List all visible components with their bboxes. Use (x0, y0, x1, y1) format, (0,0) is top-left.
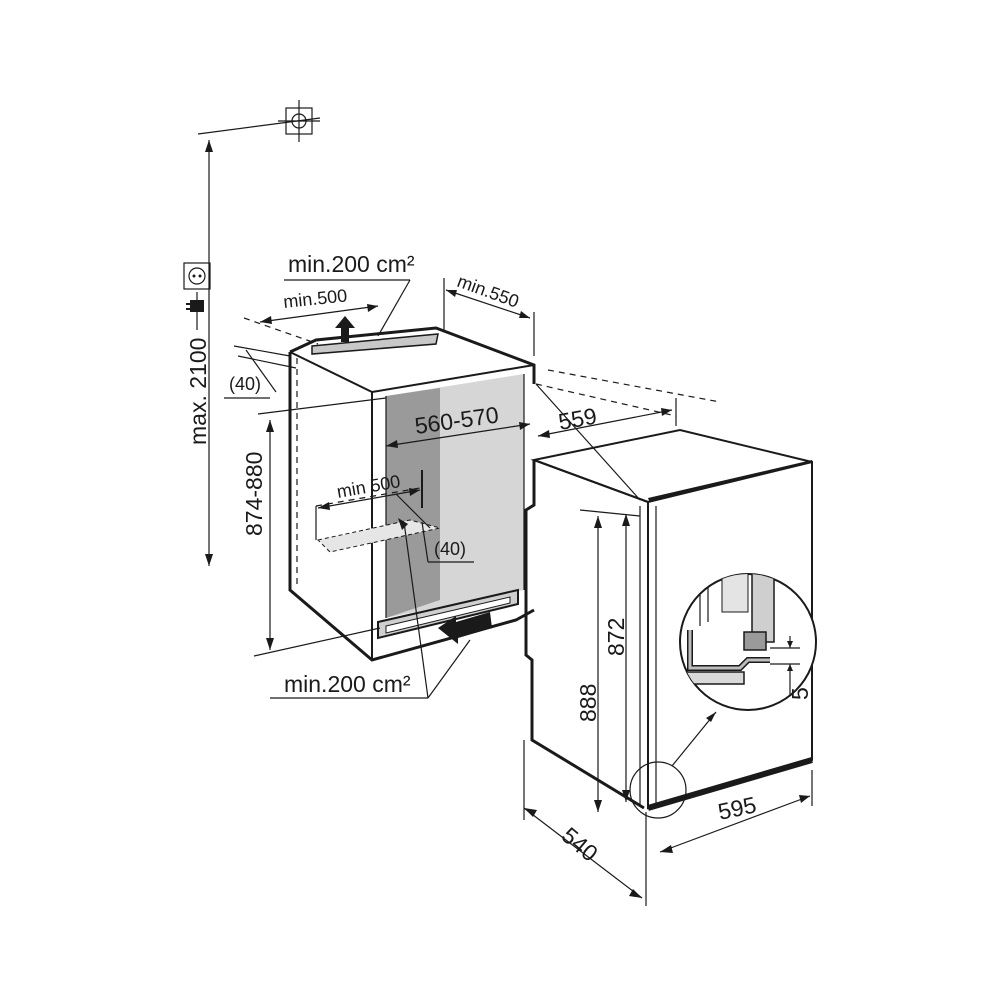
max-height-label: max. 2100 (185, 338, 211, 445)
vent-bottom-area-leader-2 (403, 521, 429, 699)
max-height-dimension-line (205, 140, 213, 566)
vent-top-width-label: min.500 (282, 285, 348, 312)
appliance-height-label: 888 (575, 684, 601, 722)
power-socket-icon (183, 262, 211, 290)
vent-inner-width-dimension (317, 488, 431, 530)
overall-depth-dimension (523, 740, 647, 906)
power-plug-icon (186, 292, 204, 330)
vent-top-area-leader (377, 279, 411, 337)
inner-gap-label: (40) (434, 539, 466, 559)
detail-leader-line (671, 711, 717, 767)
vent-arrow-up-icon (335, 316, 355, 342)
niche-height-dimension (253, 420, 381, 657)
niche-cabinet (288, 326, 536, 662)
niche-depth-min-label: min.550 (455, 271, 522, 312)
door-height-dimension (622, 514, 630, 802)
overall-width-label: 595 (716, 791, 759, 824)
vent-arrow-in-icon (438, 612, 492, 644)
detail-gap-label: 5 (787, 687, 813, 700)
small-detail-circle (629, 761, 687, 819)
overall-width-dimension (659, 770, 813, 853)
inner-gap-leader (421, 521, 429, 563)
overall-depth-label: 540 (557, 822, 603, 867)
appliance-depth-dimension (537, 398, 677, 438)
detail-leader-arrow (706, 712, 716, 722)
niche-depth-min-dimension (443, 278, 535, 356)
vent-bottom-area-leader-1 (427, 639, 471, 699)
large-detail-circle (679, 573, 817, 711)
ceiling-reference-line (197, 117, 321, 135)
appliance-depth-label: 559 (556, 403, 598, 435)
top-gap-dimension (233, 345, 297, 393)
vent-bottom-area-label: min.200 cm² (284, 671, 411, 697)
niche-width-dimension (257, 397, 531, 448)
top-gap-label: (40) (229, 374, 261, 394)
vent-top-area-label: min.200 cm² (288, 251, 415, 277)
door-height-label: 872 (603, 618, 629, 656)
appliance-height-dimension (579, 509, 641, 812)
vent-top-width-dimension (243, 304, 379, 345)
niche-height-label: 874-880 (241, 452, 267, 536)
